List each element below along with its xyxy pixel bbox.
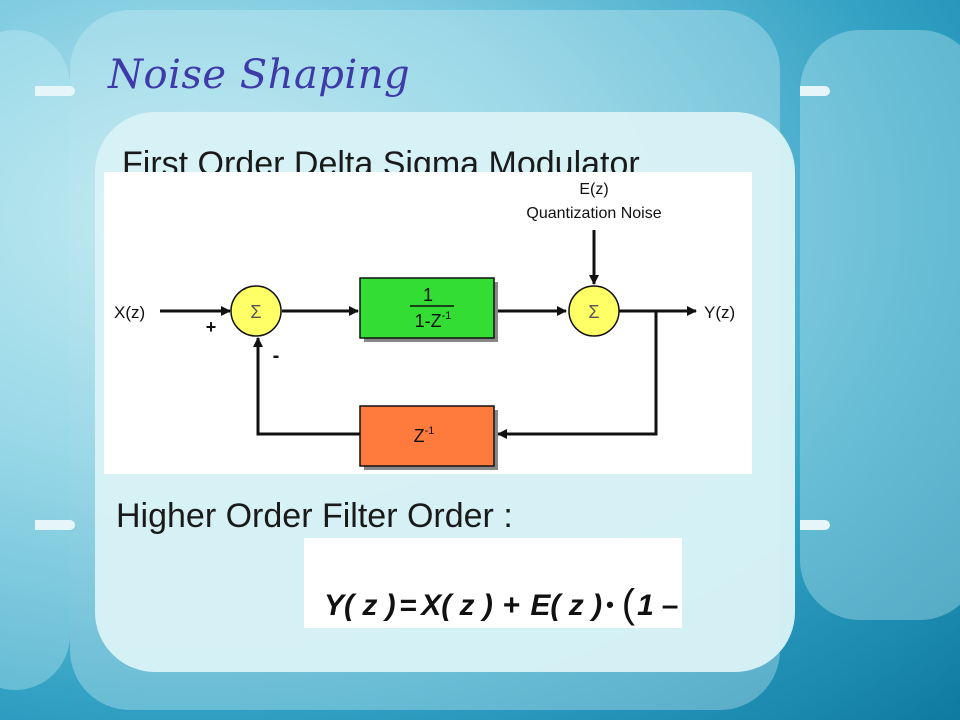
summer-1 (230, 285, 282, 337)
slide-title: Noise Shaping (108, 52, 411, 98)
integrator-numerator: 1 (423, 285, 433, 305)
transfer-formula: Y( z )=X( z )+E( z )•(1–z−1)n (304, 538, 682, 628)
left-paren: ( (622, 582, 636, 626)
heading-higher-order: Higher Order Filter Order : (116, 497, 513, 535)
delay-label: Z-1 (414, 425, 435, 446)
integrator-denominator: 1-Z-1 (415, 310, 452, 331)
wire-feedback-left (253, 337, 360, 436)
block-diagram: E(z) Quantization Noise X(z) Y(z) Σ + - … (104, 172, 752, 474)
formula-text: Y( z )=X( z )+E( z )•(1–z−1)n (324, 582, 682, 626)
summer-1-symbol: Σ (250, 302, 261, 322)
decor-panel-right (800, 30, 960, 620)
decor-bar-right-top (800, 86, 830, 96)
input-label: X(z) (114, 303, 145, 322)
block-diagram-svg: E(z) Quantization Noise X(z) Y(z) Σ + - … (114, 181, 735, 470)
noise-label-ez: E(z) (579, 181, 608, 198)
summer-2 (568, 285, 620, 337)
transfer-formula-svg: Y( z )=X( z )+E( z )•(1–z−1)n (324, 582, 682, 626)
delay-block (359, 405, 495, 467)
decor-bar-right-bottom (800, 520, 830, 530)
decor-bar-left-top (35, 86, 75, 96)
minus-sign: - (273, 345, 280, 367)
plus-sign: + (206, 317, 217, 337)
decor-panel-left (0, 30, 70, 690)
decor-bar-left-bottom (35, 520, 75, 530)
integrator-block (359, 277, 495, 339)
noise-label-quantization: Quantization Noise (526, 205, 661, 222)
output-label: Y(z) (704, 303, 735, 322)
summer-2-symbol: Σ (588, 302, 599, 322)
wire-feedback-right (497, 311, 658, 439)
